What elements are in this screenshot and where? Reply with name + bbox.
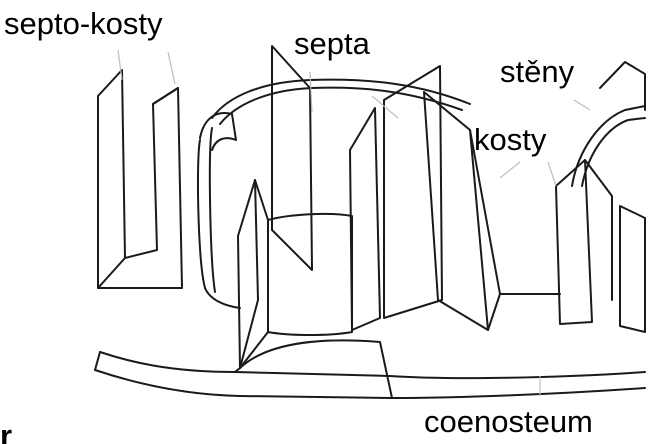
theca-left-inner	[210, 128, 215, 292]
corallite-base-front	[240, 340, 392, 398]
label-coenosteum: coenosteum	[424, 406, 593, 437]
coenosteum-plate-top	[100, 352, 645, 378]
label-septo-kosty: septo-kosty	[4, 8, 163, 39]
theca-base-left	[205, 288, 240, 308]
septo-costa-left	[98, 70, 182, 288]
label-kosty: kosty	[474, 124, 546, 155]
right-corallite-rim	[572, 106, 645, 186]
label-fragment: r	[0, 420, 12, 444]
label-septa: septa	[294, 28, 370, 59]
theca-left-side	[198, 140, 205, 288]
right-wall-lower	[620, 206, 645, 332]
plate-left-edge	[95, 352, 100, 370]
right-septum-tall	[600, 62, 645, 110]
septum-center-right	[350, 108, 380, 330]
theca-front	[268, 214, 352, 335]
leader-lines	[118, 50, 590, 396]
label-steny: stěny	[500, 56, 574, 87]
right-costa	[556, 160, 592, 324]
coenosteum-plate-bottom	[95, 370, 645, 398]
costa-front-left	[238, 180, 268, 368]
septum-right	[384, 66, 442, 318]
